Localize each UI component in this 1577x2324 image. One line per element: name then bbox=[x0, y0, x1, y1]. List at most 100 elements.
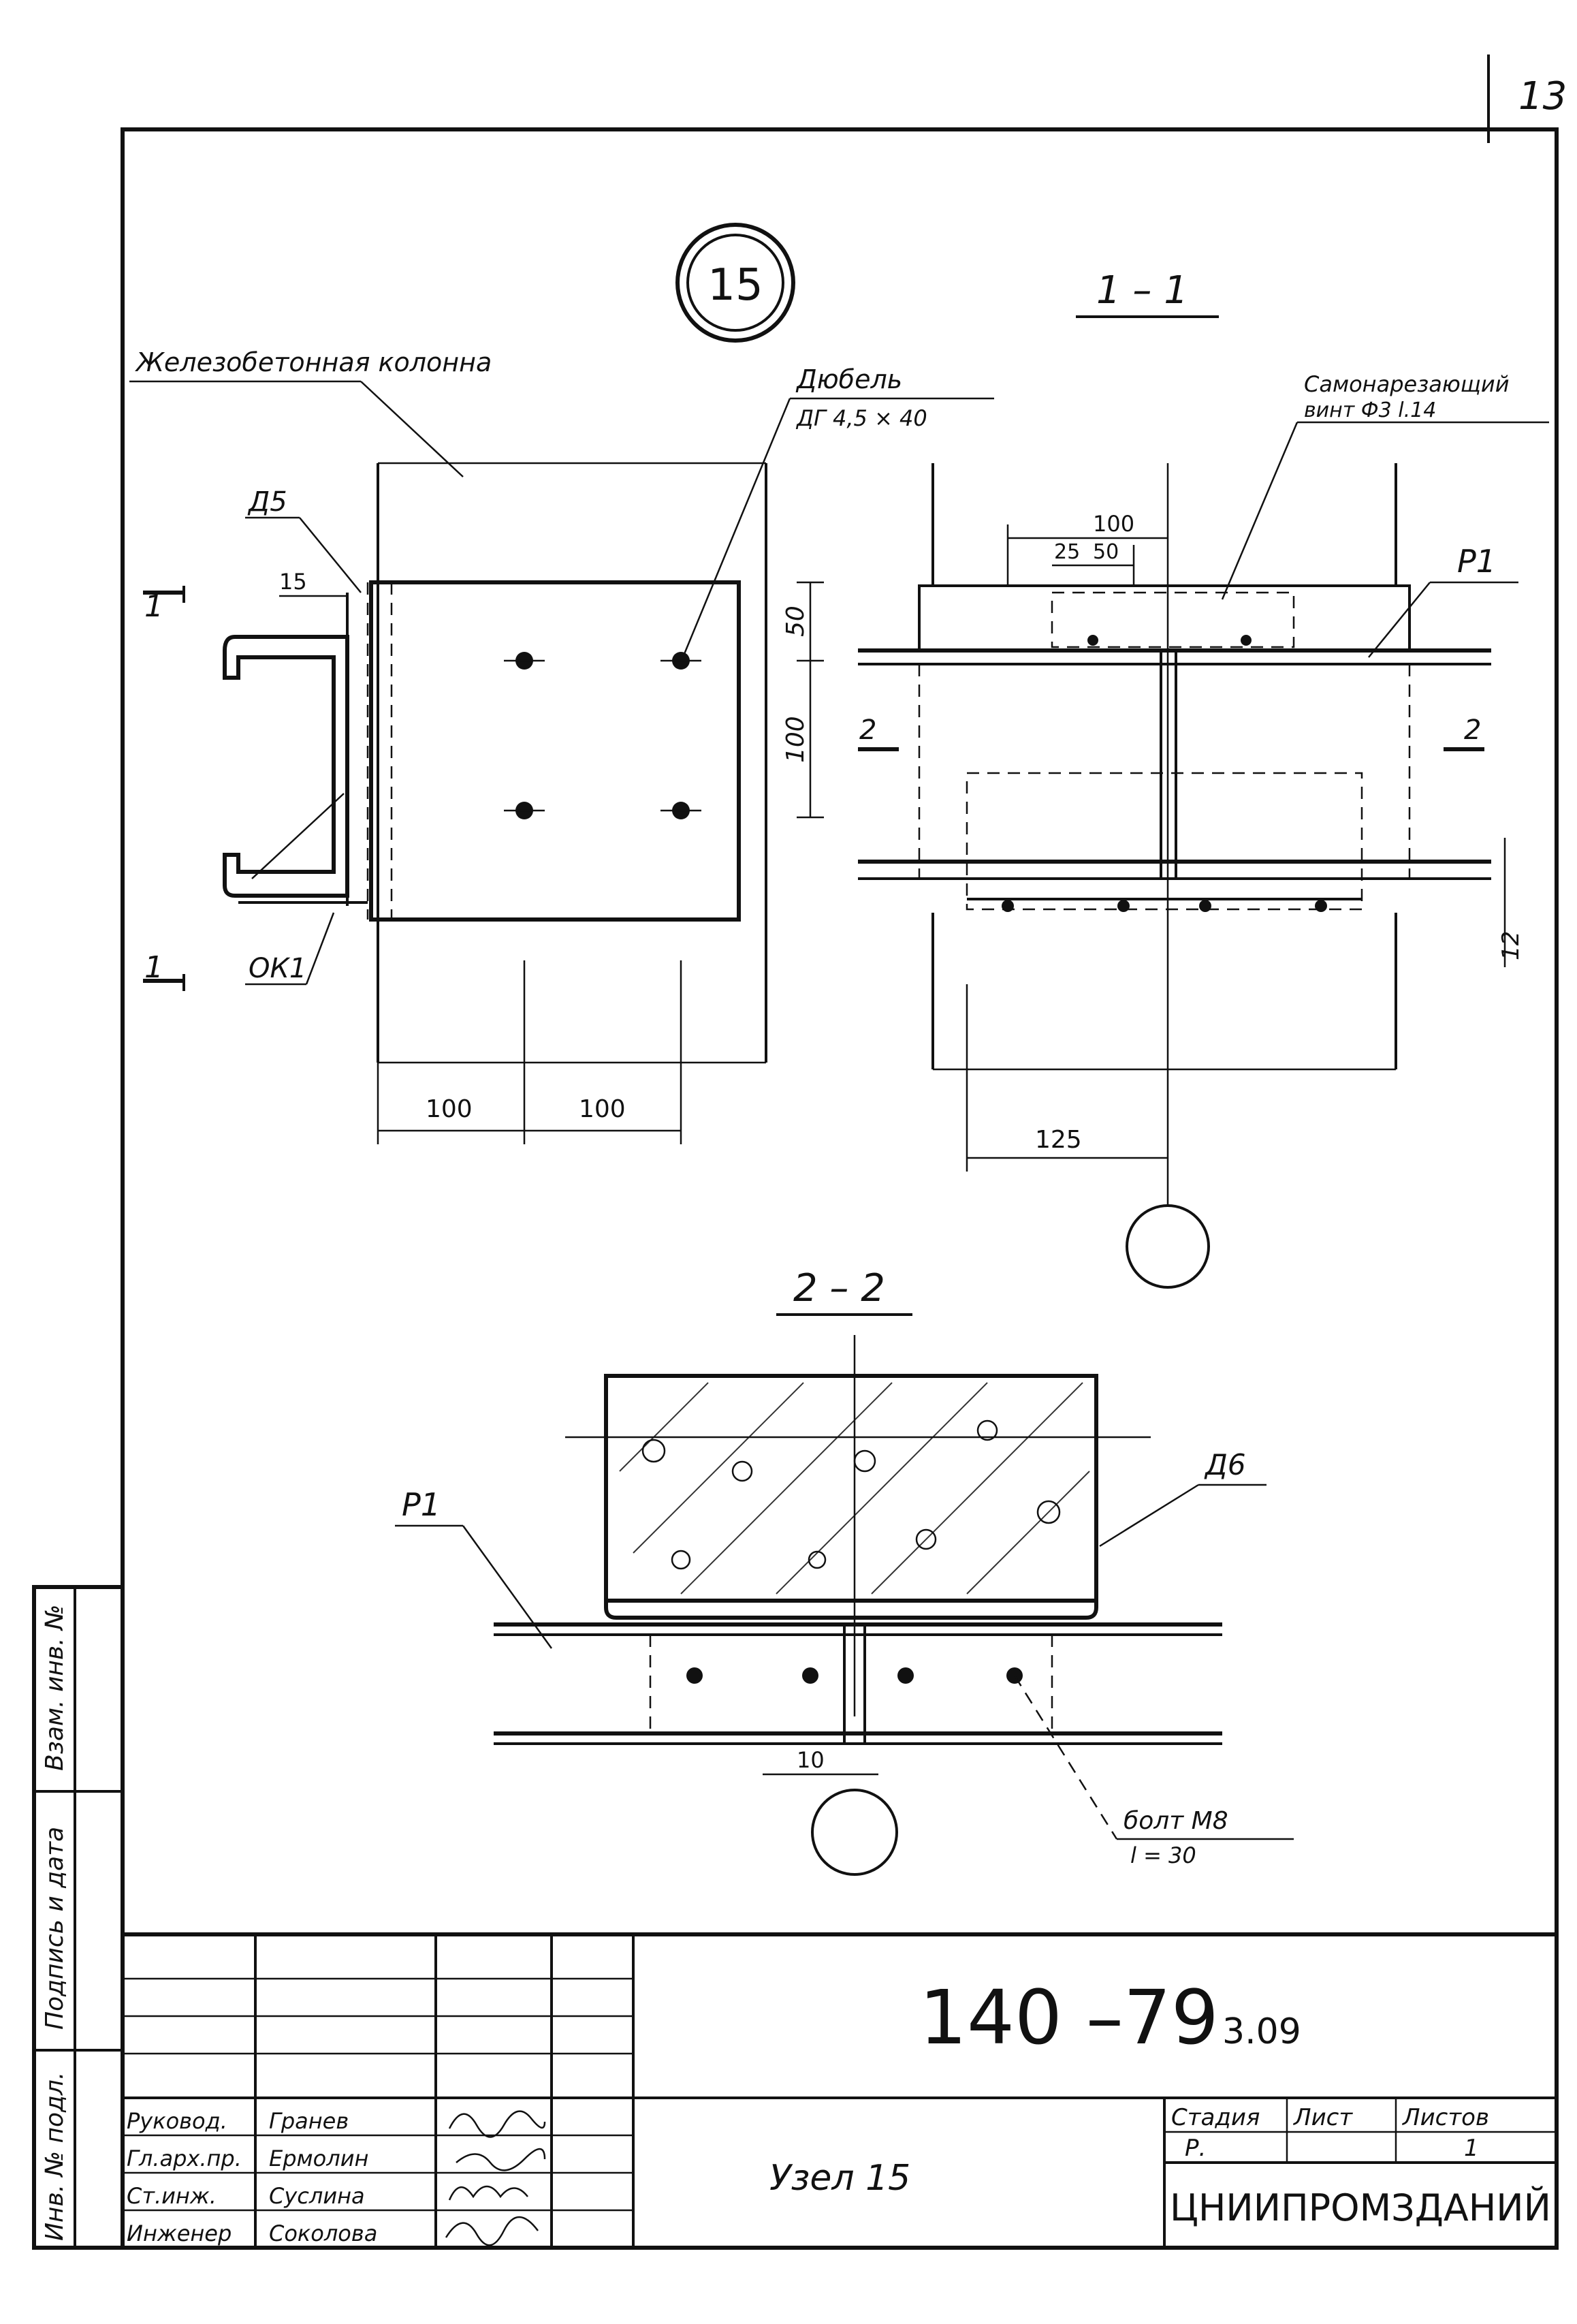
side-stamp-podpis: Подпись и дата bbox=[41, 1827, 69, 2030]
dim-25: 25 bbox=[1054, 540, 1080, 564]
dim-100-v: 100 bbox=[782, 716, 810, 763]
hatch-line bbox=[619, 1382, 709, 1472]
leader-p1-2 bbox=[462, 1525, 553, 1649]
cut-mark-bottom-label: 1 bbox=[144, 950, 163, 985]
dashed-plate bbox=[966, 772, 1363, 911]
node-marker: 15 bbox=[675, 223, 795, 343]
concrete-hatch bbox=[619, 1382, 1090, 1595]
node-circle-label: 15 bbox=[707, 260, 763, 311]
doc-number: 140 –79 bbox=[919, 1974, 1219, 2061]
bolt bbox=[1315, 900, 1327, 912]
sheets-value: 1 bbox=[1464, 2135, 1479, 2162]
signature-4 bbox=[445, 2216, 539, 2246]
label-screw-spec: винт Ф3 l.14 bbox=[1304, 398, 1436, 422]
role-4: Инженер bbox=[127, 2220, 232, 2246]
dim-50: 50 bbox=[782, 606, 810, 637]
signature-3 bbox=[448, 2185, 528, 2201]
node-circle-inner bbox=[686, 234, 784, 332]
label-d5: Д5 bbox=[247, 486, 287, 518]
aggregate bbox=[808, 1550, 827, 1569]
section-2-2-title: 2 – 2 bbox=[793, 1266, 885, 1310]
drawing-frame bbox=[121, 127, 1559, 2250]
leader-p1 bbox=[1368, 582, 1431, 658]
name-2: Ермолин bbox=[269, 2146, 368, 2171]
dim-12: 12 bbox=[1497, 931, 1525, 960]
leader-d6 bbox=[1099, 1483, 1199, 1548]
section-1-1-title: 1 – 1 bbox=[1096, 268, 1188, 313]
title-block: 140 –79 3.09 Узел 15 Стадия Лист Листов … bbox=[121, 1932, 1559, 2250]
hatch-line bbox=[871, 1382, 1083, 1595]
role-3: Ст.инж. bbox=[127, 2183, 217, 2209]
drawing-title: Узел 15 bbox=[769, 2158, 910, 2199]
name-3: Суслина bbox=[269, 2183, 365, 2209]
dim-100-a: 100 bbox=[426, 1095, 473, 1123]
dim-100-b: 100 bbox=[579, 1095, 626, 1123]
aggregate bbox=[641, 1439, 666, 1463]
bolt-m8 bbox=[686, 1667, 703, 1684]
side-stamp-vzam: Взам. инв. № bbox=[41, 1605, 69, 1771]
bolt-m8 bbox=[802, 1667, 818, 1684]
section-2-2: 2 – 2 bbox=[395, 1266, 1294, 1876]
dim-15: 15 bbox=[279, 569, 307, 595]
side-stamp-box bbox=[32, 1585, 125, 2250]
node-circle-outer bbox=[675, 223, 795, 343]
leader-d5 bbox=[299, 517, 362, 593]
embedded-plate bbox=[369, 580, 741, 922]
role-2: Гл.арх.пр. bbox=[127, 2146, 242, 2171]
bolt-m8 bbox=[897, 1667, 914, 1684]
label-bolt-len: l = 30 bbox=[1130, 1842, 1196, 1868]
label-d6: Д6 bbox=[1204, 1448, 1246, 1481]
label-p1-2: Р1 bbox=[402, 1486, 441, 1523]
signature-1 bbox=[448, 2110, 546, 2138]
leader-bolt bbox=[1013, 1675, 1118, 1840]
stage-header: Стадия bbox=[1171, 2104, 1260, 2131]
org-name: ЦНИИПРОМЗДАНИЙ bbox=[1170, 2186, 1551, 2229]
bolt bbox=[1117, 900, 1130, 912]
cut2-left-label: 2 bbox=[859, 715, 876, 746]
channel-profile bbox=[223, 635, 349, 898]
cut-mark-top-label: 1 bbox=[144, 589, 163, 624]
dowel-group bbox=[504, 652, 701, 819]
sheets-header: Листов bbox=[1401, 2104, 1489, 2131]
aggregate bbox=[671, 1550, 691, 1570]
title-block-box bbox=[121, 1932, 1559, 2250]
stage-value: Р. bbox=[1185, 2135, 1206, 2162]
cut2-right-label: 2 bbox=[1464, 715, 1481, 746]
sheet-header: Лист bbox=[1292, 2104, 1353, 2131]
page-number: 13 bbox=[1518, 74, 1567, 119]
side-stamp-inv: Инв. № подл. bbox=[41, 2072, 69, 2241]
aggregate bbox=[915, 1528, 937, 1550]
plate-box bbox=[918, 584, 1411, 652]
dim-125: 125 bbox=[1035, 1126, 1082, 1154]
plate-inner bbox=[1051, 591, 1295, 648]
concrete-column bbox=[604, 1374, 1098, 1603]
steel-shell bbox=[604, 1376, 1098, 1620]
role-1: Руковод. bbox=[127, 2108, 227, 2134]
label-ok1: ОК1 bbox=[249, 953, 306, 984]
label-bolt: болт М8 bbox=[1124, 1807, 1228, 1835]
name-1: Гранев bbox=[269, 2108, 349, 2134]
axis-circle bbox=[1126, 1204, 1210, 1289]
hatch-line bbox=[776, 1382, 988, 1595]
aggregate bbox=[853, 1449, 876, 1473]
bracket-brace bbox=[251, 793, 345, 879]
hatch-line bbox=[633, 1382, 804, 1554]
bolt bbox=[1002, 900, 1014, 912]
aggregate bbox=[976, 1419, 998, 1441]
section-1-1: 1 – 1 100 25 bbox=[858, 268, 1549, 1289]
leader-column bbox=[360, 381, 464, 477]
leader-dowel bbox=[683, 398, 791, 655]
label-dowel-spec: ДГ 4,5 × 40 bbox=[795, 405, 927, 431]
name-4: Соколова bbox=[269, 2220, 377, 2246]
screw bbox=[1241, 635, 1252, 646]
side-stamp: Взам. инв. № Подпись и дата Инв. № подл. bbox=[32, 1585, 125, 2250]
leader-screw bbox=[1221, 422, 1299, 600]
aggregate bbox=[1036, 1500, 1061, 1524]
hatch-line bbox=[966, 1471, 1090, 1595]
screw bbox=[1087, 635, 1098, 646]
axis-circle-2 bbox=[811, 1789, 898, 1876]
label-screw: Самонарезающий bbox=[1304, 371, 1510, 397]
label-dowel: Дюбель bbox=[795, 364, 902, 394]
plan-view: 1 1 Железобетонная колонна Дюбель ДГ 4,5… bbox=[129, 347, 994, 1144]
